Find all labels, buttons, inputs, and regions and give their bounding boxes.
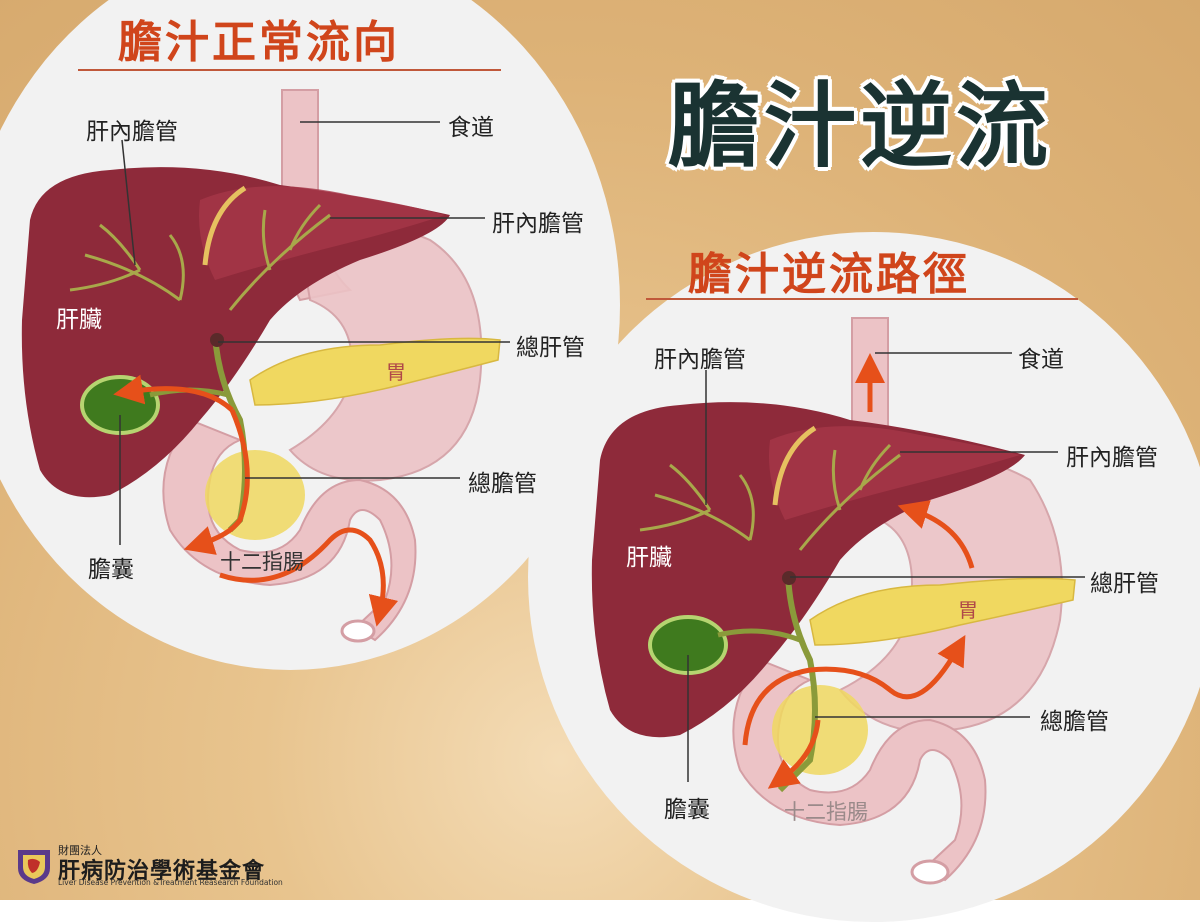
left-label-common-bile: 總膽管 [468, 471, 537, 497]
right-label-liver: 肝臟 [626, 545, 672, 571]
left-liver-ligament [202, 185, 247, 266]
right-hepatic-junction [782, 571, 796, 585]
left-label-esophagus: 食道 [448, 115, 494, 141]
right-label-stomach: 胃 [958, 598, 978, 622]
left-label-intrahepatic-right: 肝內膽管 [492, 211, 584, 237]
right-liver-ligament [772, 425, 817, 506]
left-arrow-to-gallbladder [113, 374, 234, 412]
right-heading-rule [646, 298, 1078, 300]
left-heading: 膽汁正常流向 [118, 17, 400, 68]
left-pancreas-head [205, 450, 305, 540]
right-label-esophagus: 食道 [1018, 347, 1064, 373]
right-heading: 膽汁逆流路徑 [688, 249, 970, 300]
left-label-liver: 肝臟 [56, 307, 102, 333]
left-intrahepatic-duct-1 [69, 223, 185, 302]
left-liver-highlight [199, 186, 445, 280]
right-diagram [591, 317, 1085, 885]
right-pancreas-head [772, 685, 868, 775]
left-label-stomach: 胃 [386, 360, 406, 384]
left-label-common-hepatic: 總肝管 [516, 335, 585, 361]
foundation-emblem-icon [18, 850, 50, 884]
main-title: 膽汁逆流 [668, 73, 1053, 180]
right-label-intrahepatic-right: 肝內膽管 [1066, 445, 1158, 471]
right-label-common-bile: 總膽管 [1040, 709, 1109, 735]
right-cystic-duct [717, 628, 801, 643]
right-duodenum-end [910, 859, 950, 885]
left-arrow-duodenum-flow [219, 527, 399, 627]
right-intrahepatic-duct-1 [639, 463, 755, 542]
left-duodenum-end [340, 619, 376, 643]
left-hepatic-junction [210, 333, 224, 347]
right-label-intrahepatic-left: 肝內膽管 [654, 347, 746, 373]
left-heading-rule [78, 69, 501, 71]
right-arrow-duodenum-to-stomach [742, 634, 966, 746]
left-intrahepatic-duct-2 [228, 203, 331, 311]
left-label-intrahepatic-left: 肝內膽管 [86, 119, 178, 145]
right-label-gallbladder: 膽囊 [664, 797, 710, 823]
right-pancreas [809, 577, 1076, 646]
left-line-intrahepatic-left [121, 139, 136, 266]
left-pancreas [249, 337, 501, 406]
left-label-duodenum: 十二指腸 [220, 550, 304, 574]
logo-english: Liver Disease Prevention &Treatment Reas… [58, 878, 283, 887]
logo-name: 肝病防治學術基金會 [58, 859, 266, 884]
right-intrahepatic-duct-2 [798, 443, 901, 551]
right-liver-highlight [769, 426, 1020, 520]
right-label-duodenum: 十二指腸 [784, 800, 868, 824]
right-arrow-bile-duct [767, 719, 821, 789]
logo-small-text: 財團法人 [58, 844, 102, 857]
left-label-gallbladder: 膽囊 [88, 557, 134, 583]
right-label-common-hepatic: 總肝管 [1090, 571, 1159, 597]
anatomy-illustration [21, 89, 1085, 885]
foundation-logo: 財團法人 肝病防治學術基金會 Liver Disease Prevention … [14, 842, 304, 892]
left-arrow-to-duodenum [183, 409, 250, 555]
right-arrow-stomach-up [897, 500, 975, 569]
left-diagram [21, 89, 510, 643]
